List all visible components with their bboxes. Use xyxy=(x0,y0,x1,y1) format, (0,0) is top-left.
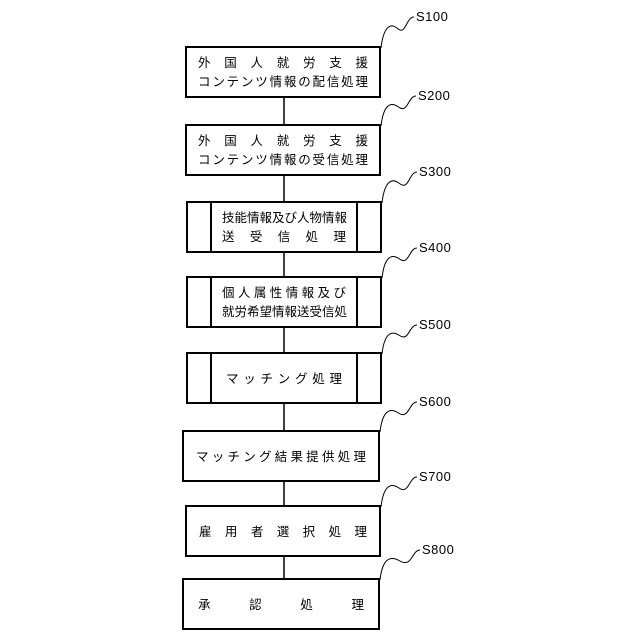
step-box-s600: マッチング結果提供処理 xyxy=(182,430,380,482)
step-label-s200: S200 xyxy=(418,88,450,103)
step-text: 就労希望情報送受信処 xyxy=(212,302,356,321)
step-box-s100: 外 国 人 就 労 支 援 コンテンツ情報の配信処理 xyxy=(185,46,381,98)
step-text: マッチング処理 xyxy=(212,369,356,388)
step-box-s500: マッチング処理 xyxy=(186,352,382,404)
step-box-s300: 技能情報及び人物情報 送 受 信 処 理 xyxy=(186,201,382,253)
step-text: 技能情報及び人物情報 xyxy=(212,208,356,227)
leader-line xyxy=(381,477,417,507)
leader-line xyxy=(382,172,417,203)
step-text: コンテンツ情報の受信処理 xyxy=(187,150,379,169)
step-text: 個人属性情報及び xyxy=(212,283,356,302)
step-text: 外 国 人 就 労 支 援 xyxy=(187,53,379,72)
leader-line xyxy=(381,96,416,126)
step-text: 雇用者選択処理 xyxy=(187,522,379,541)
step-text: 承 認 処 理 xyxy=(184,595,378,614)
leader-line xyxy=(381,17,414,48)
step-text: コンテンツ情報の配信処理 xyxy=(187,72,379,91)
leader-line xyxy=(382,248,417,278)
step-label-s500: S500 xyxy=(419,317,451,332)
leader-line xyxy=(382,325,417,354)
step-label-s400: S400 xyxy=(419,240,451,255)
leader-line xyxy=(380,550,420,580)
step-box-s400: 個人属性情報及び 就労希望情報送受信処 xyxy=(186,276,382,328)
step-label-s300: S300 xyxy=(419,164,451,179)
step-box-s700: 雇用者選択処理 xyxy=(185,505,381,557)
step-text: 外 国 人 就 労 支 援 xyxy=(187,131,379,150)
step-label-s600: S600 xyxy=(419,394,451,409)
leader-line xyxy=(380,402,417,432)
step-label-s100: S100 xyxy=(416,9,448,24)
step-text: 送 受 信 処 理 xyxy=(212,227,356,246)
step-box-s800: 承 認 処 理 xyxy=(182,578,380,630)
step-label-s800: S800 xyxy=(422,542,454,557)
step-label-s700: S700 xyxy=(419,469,451,484)
step-text: マッチング結果提供処理 xyxy=(184,447,378,466)
step-box-s200: 外 国 人 就 労 支 援 コンテンツ情報の受信処理 xyxy=(185,124,381,176)
